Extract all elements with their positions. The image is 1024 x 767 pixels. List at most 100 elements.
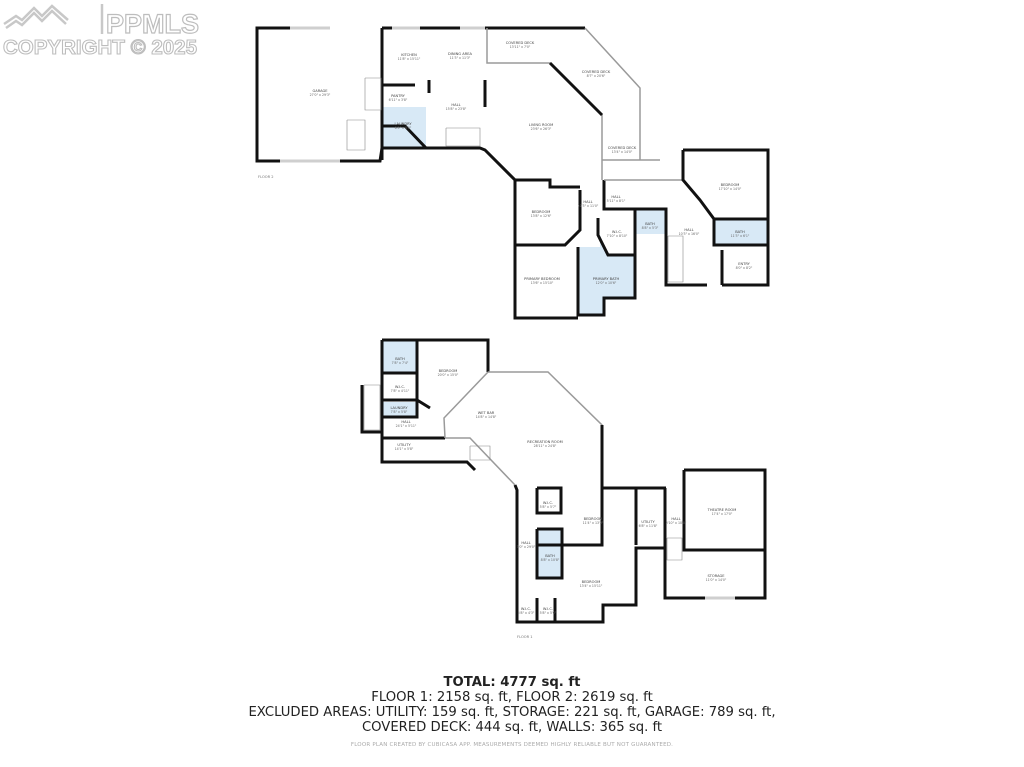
room-dimensions: 13'8" x 12'6": [531, 214, 552, 218]
laundry-area: [382, 402, 416, 417]
room-dimensions: 13'11" x 7'0": [510, 45, 531, 49]
room-dimensions: 13'4" x 15'11": [580, 584, 603, 588]
room-name: COVERED DECK: [506, 41, 535, 45]
room-dimensions: 14'8" x 14'8": [476, 415, 497, 419]
room-dimensions: 3'10" x 10'0": [666, 521, 687, 525]
room-dimensions: 11'8" x 15'11": [398, 57, 421, 61]
room-name: PRIMARY BEDROOM: [524, 277, 560, 281]
room-name: THEATRE ROOM: [707, 508, 737, 512]
floor-2-label: FLOOR 2: [258, 175, 274, 179]
room-dimensions: 11'3" x 11'3": [450, 56, 471, 60]
room-dimensions: 12'0" x 10'6": [596, 281, 617, 285]
room-name: UTILITY: [397, 443, 411, 447]
ppmls-watermark-logo: PPMLS COPYRIGHT © 2025: [2, 4, 200, 57]
room-name: LAUNDRY: [394, 122, 412, 126]
room-name: HALL: [611, 195, 620, 199]
excluded-areas-cont: COVERED DECK: 444 sq. ft, WALLS: 365 sq.…: [361, 720, 663, 735]
room-dimensions: 10'3" x 11'0": [578, 204, 599, 208]
room-name: BATH: [545, 554, 555, 558]
room-dimensions: 6'11" x 3'8": [389, 98, 408, 102]
room-dimensions: 13'6" x 15'10": [531, 281, 554, 285]
room-name: HALL: [671, 517, 680, 521]
room-name: BATH: [735, 230, 745, 234]
room-dimensions: 8'8" x 10'8": [541, 558, 560, 562]
floor-areas: FLOOR 1: 2158 sq. ft, FLOOR 2: 2619 sq. …: [371, 690, 653, 705]
room-dimensions: 24'1" x 5'11": [396, 424, 417, 428]
room-name: HALL: [583, 200, 592, 204]
room-dimensions: 10'3" x 16'0": [679, 232, 700, 236]
room-name: W.I.C.: [395, 385, 405, 389]
room-dimensions: 5'11" x 8'1": [607, 199, 626, 203]
room-dimensions: 5'8" x 5'7": [540, 505, 557, 509]
mountain-logo-icon: [3, 4, 104, 34]
room-name: W.I.C.: [543, 501, 553, 505]
bath-area: [382, 341, 416, 373]
room-name: BEDROOM: [721, 183, 740, 187]
room-dimensions: 6'0" x 8'0": [395, 126, 412, 130]
room-name: COVERED DECK: [582, 70, 611, 74]
room-name: COVERED DECK: [608, 146, 637, 150]
room-name: HALL: [684, 228, 693, 232]
room-dimensions: 28'11" x 24'8": [534, 444, 557, 448]
room-name: GARAGE: [312, 89, 328, 93]
room-name: W.I.C.: [521, 607, 531, 611]
room-name: DINING AREA: [448, 52, 472, 56]
room-name: BEDROOM: [584, 517, 603, 521]
room-name: UTILITY: [641, 520, 655, 524]
room-name: WET BAR: [478, 411, 495, 415]
room-name: HALL: [521, 541, 530, 545]
room-dimensions: 23'6" x 26'3": [531, 127, 552, 131]
room-dimensions: 5'8" x 4'3": [518, 611, 535, 615]
room-name: RECREATION ROOM: [527, 440, 562, 444]
room-dimensions: 27'0" x 29'3": [310, 93, 331, 97]
room-dimensions: 7'8" x 5'8": [391, 410, 408, 414]
brand-text: PPMLS: [106, 9, 199, 39]
room-name: PANTRY: [391, 94, 406, 98]
area-summary: TOTAL: 4777 sq. ft FLOOR 1: 2158 sq. ft,…: [0, 675, 1024, 735]
room-dimensions: 17'4" x 17'0": [712, 512, 733, 516]
room-name: KITCHEN: [401, 53, 417, 57]
room-name: HALL: [401, 420, 410, 424]
room-dimensions: 8'0" x 8'2": [736, 266, 753, 270]
floor-1-label: FLOOR 1: [517, 635, 533, 639]
room-dimensions: 17'10" x 14'0": [719, 187, 742, 191]
room-dimensions: 20'0" x 15'0": [438, 373, 459, 377]
room-dimensions: 7'10" x 8'10": [607, 234, 628, 238]
room-dimensions: 11'0" x 14'0": [706, 578, 727, 582]
bath-area: [714, 219, 767, 245]
room-dimensions: 11'3" x 6'1": [731, 234, 750, 238]
room-name: BEDROOM: [532, 210, 551, 214]
room-name: BATH: [645, 222, 655, 226]
room-name: BATH: [395, 357, 405, 361]
room-dimensions: 8'7" x 20'6": [587, 74, 606, 78]
room-name: ENTRY: [738, 262, 750, 266]
copyright-text: COPYRIGHT © 2025: [3, 36, 197, 57]
room-name: W.I.C.: [612, 230, 622, 234]
room-dimensions: 13'4" x 14'0": [612, 150, 633, 154]
room-name: PRIMARY BATH: [593, 277, 620, 281]
room-name: LAUNDRY: [390, 406, 408, 410]
room-name: HALL: [451, 103, 460, 107]
room-dimensions: 6'8" x 11'8": [639, 524, 658, 528]
disclaimer: FLOOR PLAN CREATED BY CUBICASA APP. MEAS…: [350, 742, 674, 748]
room-dimensions: 7'8" x 7'4": [392, 361, 409, 365]
total-area: TOTAL: 4777 sq. ft: [443, 675, 581, 690]
floor-2-plan: [255, 26, 770, 320]
excluded-areas: EXCLUDED AREAS: UTILITY: 159 sq. ft, STO…: [248, 705, 776, 720]
room-dimensions: 15'8" x 23'8": [446, 107, 467, 111]
room-dimensions: 7'0" x 29'0": [517, 545, 536, 549]
room-dimensions: 5'8" x 5'0": [540, 611, 557, 615]
bath-area: [636, 209, 666, 234]
room-dimensions: 11'4" x 13'3": [583, 521, 604, 525]
room-dimensions: 7'8" x 4'11": [391, 389, 410, 393]
bath-area: [537, 529, 562, 578]
primary-bath-area: [578, 235, 635, 315]
room-dimensions: 8'8" x 5'3": [642, 226, 659, 230]
room-name: BEDROOM: [582, 580, 601, 584]
room-dimensions: 14'1" x 5'8": [395, 447, 414, 451]
room-name: STORAGE: [707, 574, 725, 578]
room-name: W.I.C.: [543, 607, 553, 611]
floor-1-plan: [360, 338, 767, 624]
room-name: LIVING ROOM: [529, 123, 553, 127]
